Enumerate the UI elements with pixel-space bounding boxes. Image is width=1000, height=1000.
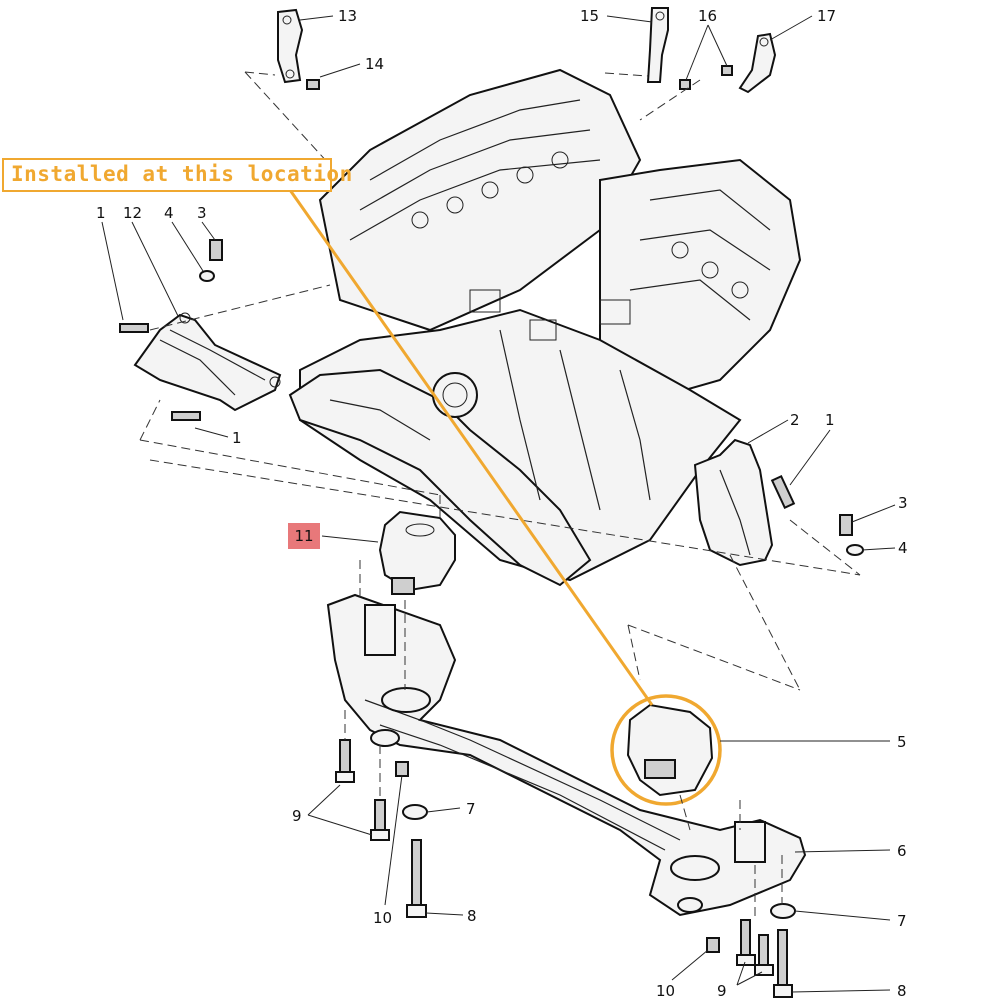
crossmember-6 — [326, 593, 807, 917]
bolts-9-right — [736, 919, 774, 976]
callout-8-right: 8 — [897, 982, 907, 1000]
bolt-8-left — [406, 839, 427, 918]
bolt-9-left-lower — [370, 799, 390, 841]
bolt-14 — [306, 79, 320, 90]
callout-7-right: 7 — [897, 912, 907, 930]
bolt-1-lower-left — [171, 411, 201, 421]
callout-1-upper-left: 1 — [96, 204, 106, 222]
callout-1-right: 1 — [825, 411, 835, 429]
bolt-9-left-upper — [335, 739, 355, 783]
callout-2: 2 — [790, 411, 800, 429]
highlighted-part-tag: 11 — [288, 523, 320, 549]
callout-17: 17 — [817, 7, 836, 25]
washer-4-left — [199, 270, 215, 282]
callout-3-left: 3 — [197, 204, 207, 222]
bolt-1-right — [770, 474, 796, 510]
callout-9-left: 9 — [292, 807, 302, 825]
nut-10-left — [395, 761, 409, 777]
assembly-guide-lines — [139, 71, 861, 920]
transmission-mount-11 — [378, 510, 456, 595]
lift-bracket-17 — [738, 32, 777, 94]
leader-lines — [101, 15, 896, 993]
callout-12: 12 — [123, 204, 142, 222]
callout-4-left: 4 — [164, 204, 174, 222]
callout-5: 5 — [897, 733, 907, 751]
callout-16: 16 — [698, 7, 717, 25]
transmission-mount-5 — [626, 703, 714, 797]
callout-3-right: 3 — [898, 494, 908, 512]
callout-1-lower-left: 1 — [232, 429, 242, 447]
nut-10-right — [706, 937, 720, 953]
callout-14: 14 — [365, 55, 384, 73]
bolt-1-upper-left — [119, 323, 149, 333]
callout-15: 15 — [580, 7, 599, 25]
callout-numbers: 13 14 15 16 17 1 12 4 3 1 2 1 3 4 5 6 7 … — [96, 7, 908, 1000]
location-highlight-circle — [610, 694, 722, 806]
lift-bracket-15 — [646, 7, 669, 83]
engine-assembly — [288, 68, 802, 587]
highlighted-part-number: 11 — [294, 527, 314, 545]
annotation-pointer-line — [288, 189, 654, 706]
callout-8-left: 8 — [467, 907, 477, 925]
bolt-8-right — [773, 929, 793, 998]
callout-9-right: 9 — [717, 982, 727, 1000]
annotation-label-box: Installed at this location — [2, 158, 352, 192]
callout-10-left: 10 — [373, 909, 392, 927]
stud-3-left — [209, 239, 223, 261]
callout-6: 6 — [897, 842, 907, 860]
lift-bracket-13 — [277, 8, 304, 84]
callout-7-left: 7 — [466, 800, 476, 818]
washer-7-left — [402, 804, 428, 820]
washer-7-right — [770, 903, 796, 919]
callout-13: 13 — [338, 7, 357, 25]
stud-3-right — [839, 514, 853, 536]
bolts-16 — [679, 65, 733, 90]
mount-bracket-12 — [133, 312, 282, 412]
mount-bracket-2 — [693, 438, 774, 567]
annotation-label: Installed at this location — [11, 162, 353, 186]
callout-4-right: 4 — [898, 539, 908, 557]
washer-4-right — [846, 544, 864, 556]
callout-10-right: 10 — [656, 982, 675, 1000]
